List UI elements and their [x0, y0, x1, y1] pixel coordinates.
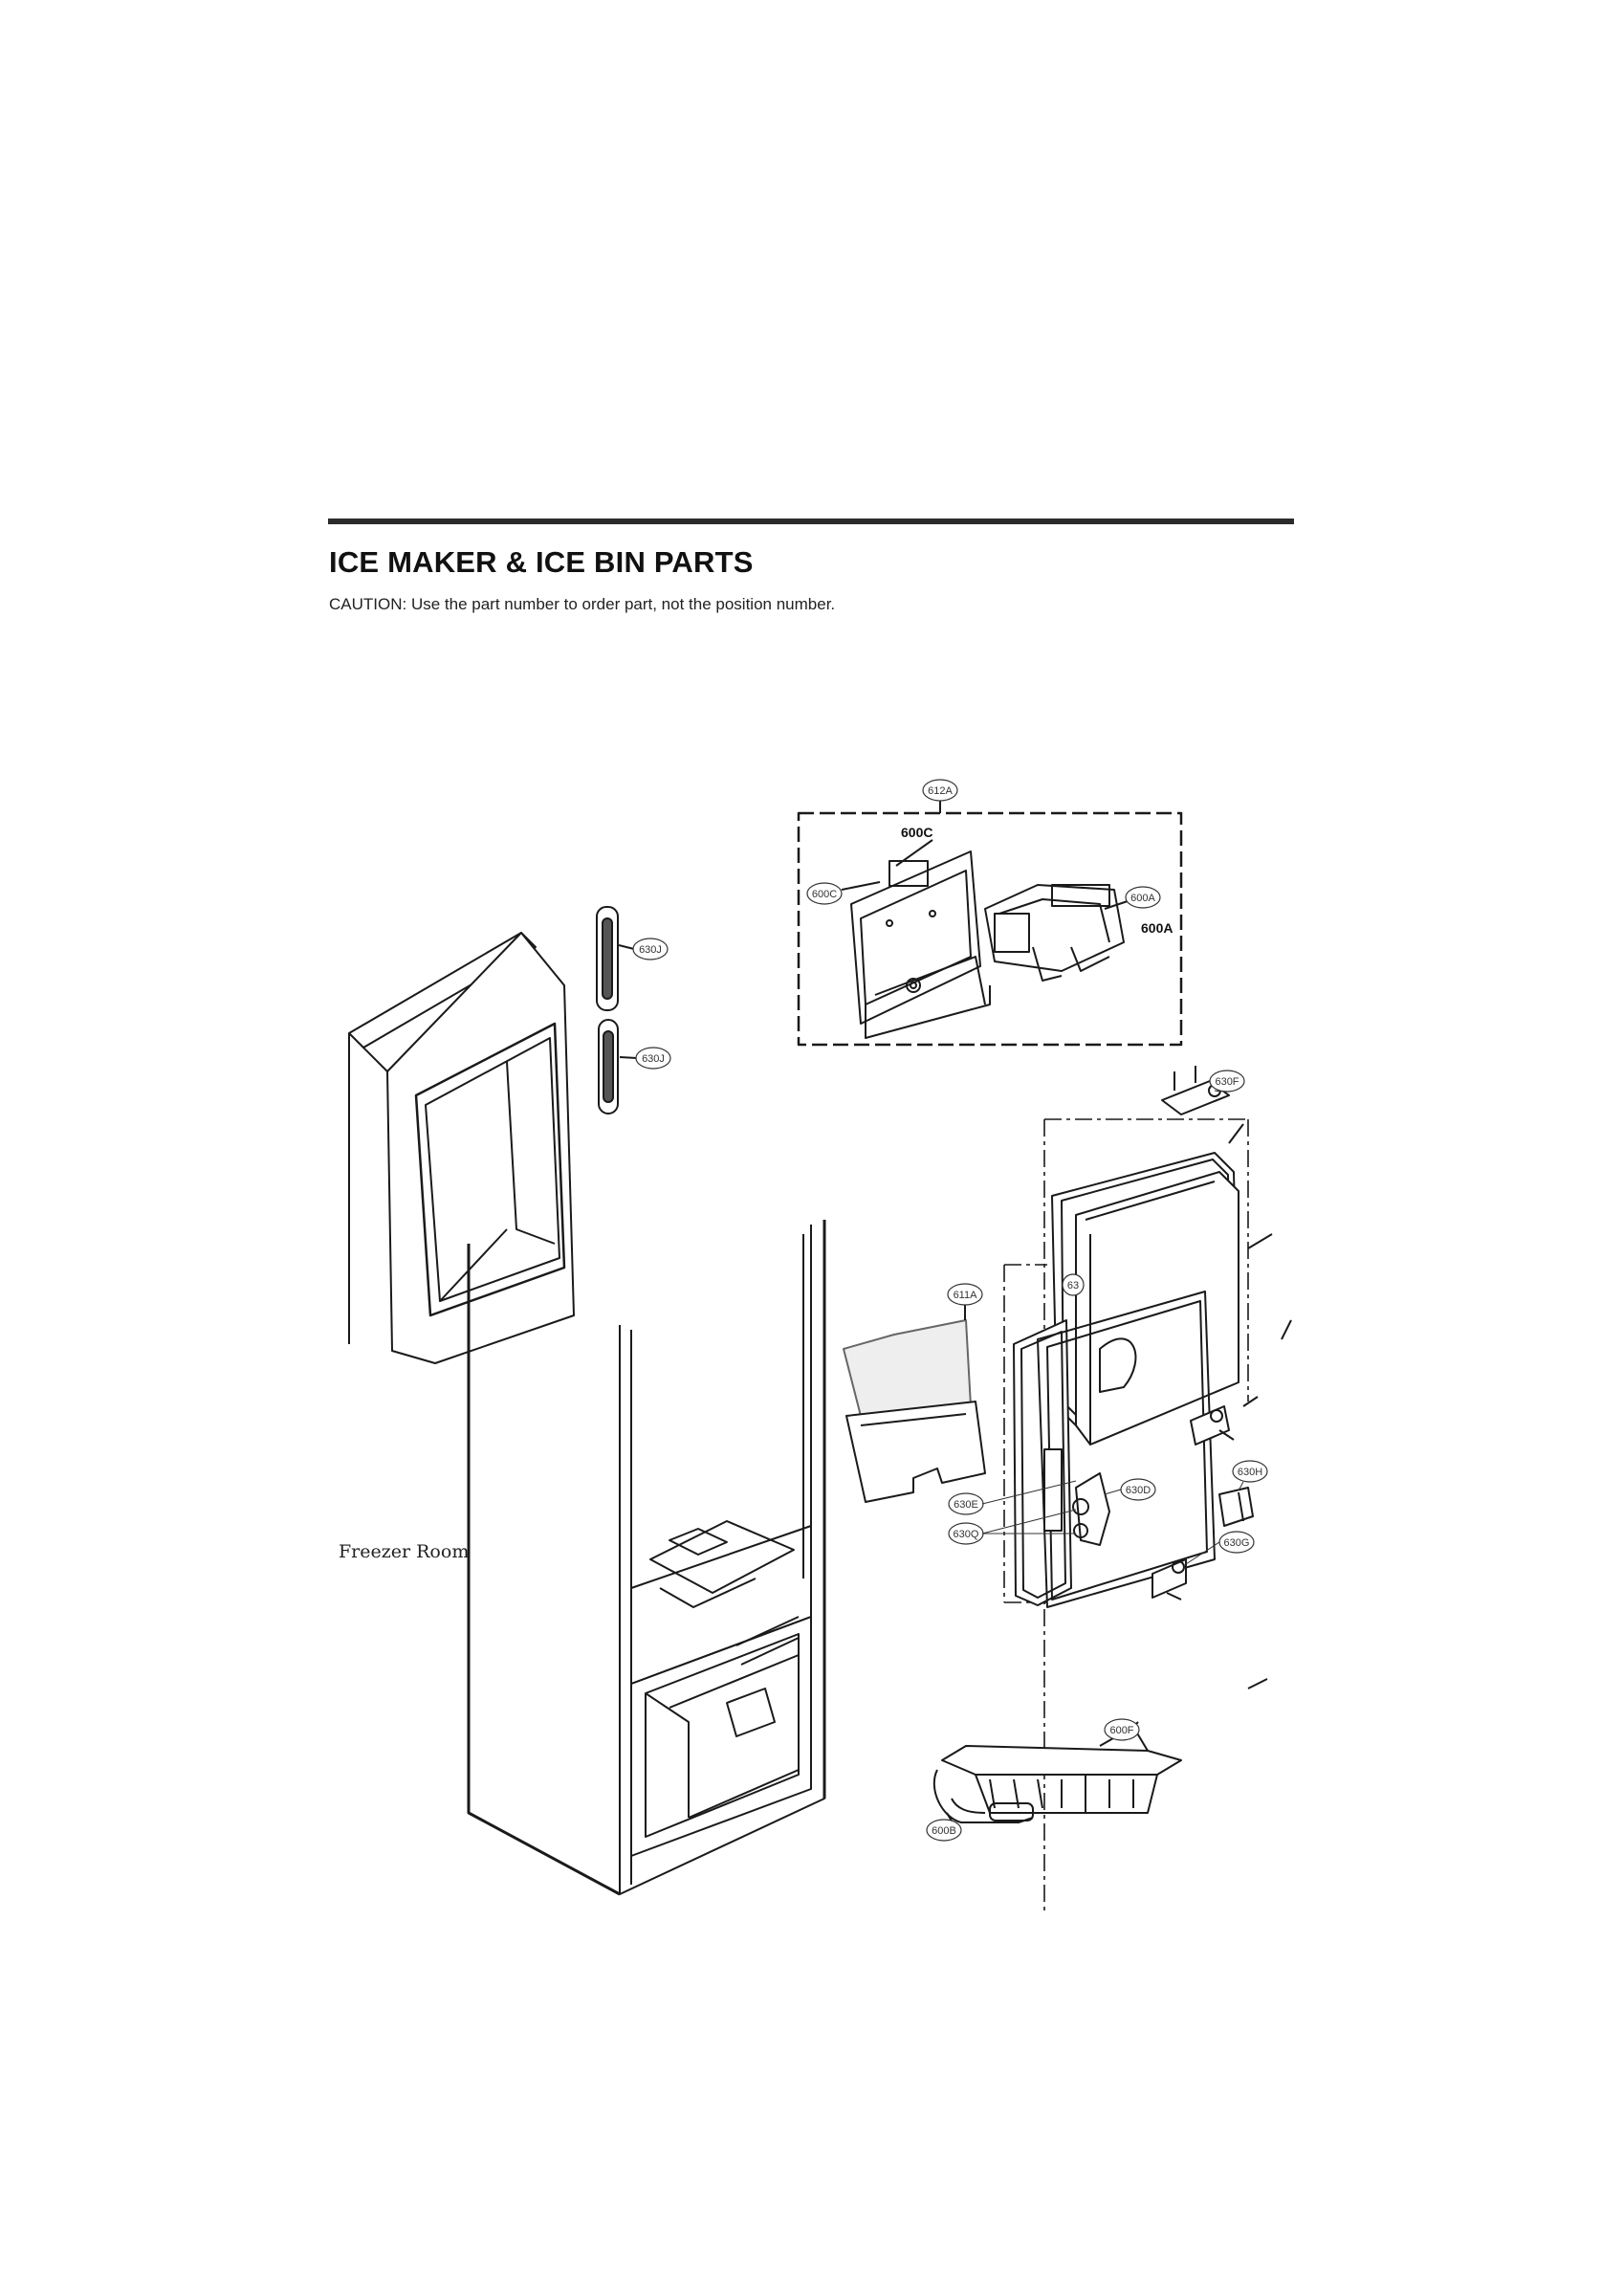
callout-630j-lower [635, 1047, 671, 1070]
guide-tick-2 [1281, 1319, 1292, 1340]
callout-600a-label: 600A [1130, 893, 1155, 904]
callout-630d-label: 630D [1126, 1485, 1151, 1496]
callout-630j-lower-label: 630J [642, 1053, 665, 1065]
page-title: ICE MAKER & ICE BIN PARTS [329, 545, 754, 579]
guide-tick-5 [1247, 1678, 1268, 1689]
strip-630e [1043, 1448, 1063, 1532]
leader-630q-1 [981, 1509, 1077, 1534]
leader-600c [895, 839, 933, 867]
leader-630h [1238, 1481, 1244, 1491]
bracket-630g [1151, 1558, 1187, 1601]
clip-630h [1218, 1487, 1254, 1527]
leader-630e [981, 1480, 1077, 1505]
label-600a-bold: 600A [1141, 920, 1173, 936]
callout-600c [806, 882, 843, 905]
leader-630j-lower [619, 1056, 638, 1059]
leader-630g [1185, 1541, 1220, 1565]
callout-600a [1125, 886, 1161, 909]
freezer-door-frame [348, 932, 575, 1364]
guide-tick-1 [1247, 1233, 1273, 1249]
bracket-630g-upper [1190, 1405, 1235, 1446]
leader-600c-callout [841, 881, 881, 891]
callout-600c-label: 600C [812, 889, 837, 900]
callout-630h [1232, 1460, 1268, 1483]
icebin-door-panel [1075, 1171, 1239, 1446]
leader-630d [1104, 1489, 1122, 1495]
door-connector-line [467, 1244, 621, 1896]
callout-630j-upper [632, 938, 669, 960]
icebin-cover-611a [843, 1319, 986, 1503]
label-600c-bold: 600C [901, 825, 932, 840]
callout-630j-upper-label: 630J [639, 944, 662, 956]
icemaker-assembly-box [797, 811, 1183, 1047]
guide-tick-4 [1242, 1396, 1259, 1407]
leader-630f [1214, 1090, 1220, 1093]
icemaker-unit-600a [984, 884, 1125, 982]
callout-600f [1104, 1718, 1140, 1741]
ice-tray-assembly [932, 1726, 1182, 1823]
callout-630q-label: 630Q [954, 1529, 979, 1540]
callout-600f-label: 600F [1109, 1725, 1133, 1736]
callout-630f [1209, 1070, 1245, 1093]
freezer-cabinet [619, 1220, 826, 1895]
callout-611a-label: 611A [954, 1290, 978, 1301]
header-rule [328, 519, 1294, 524]
callout-612a-label: 612A [928, 785, 953, 797]
callout-600b-label: 600B [932, 1825, 956, 1837]
callout-600b [926, 1819, 962, 1842]
hinge-630d [1072, 1472, 1110, 1546]
hinge-630j-lower [598, 1019, 619, 1115]
callout-630h-label: 630H [1238, 1467, 1262, 1478]
callout-630f-label: 630F [1215, 1076, 1239, 1088]
callout-63 [1062, 1273, 1085, 1296]
icemaker-bracket-600c [850, 850, 991, 1039]
leader-630j-upper [618, 944, 635, 950]
caution-note: CAUTION: Use the part number to order pa… [329, 595, 836, 613]
hinge-630j-upper [596, 906, 619, 1011]
callout-612a [922, 779, 958, 802]
guide-tick-3 [1228, 1123, 1244, 1144]
callout-63-label: 63 [1067, 1280, 1079, 1292]
callout-630e-label: 630E [954, 1499, 978, 1511]
freezer-room-label: Freezer Room [339, 1541, 469, 1562]
callout-630g-label: 630G [1224, 1537, 1250, 1549]
callout-611a [947, 1283, 983, 1306]
